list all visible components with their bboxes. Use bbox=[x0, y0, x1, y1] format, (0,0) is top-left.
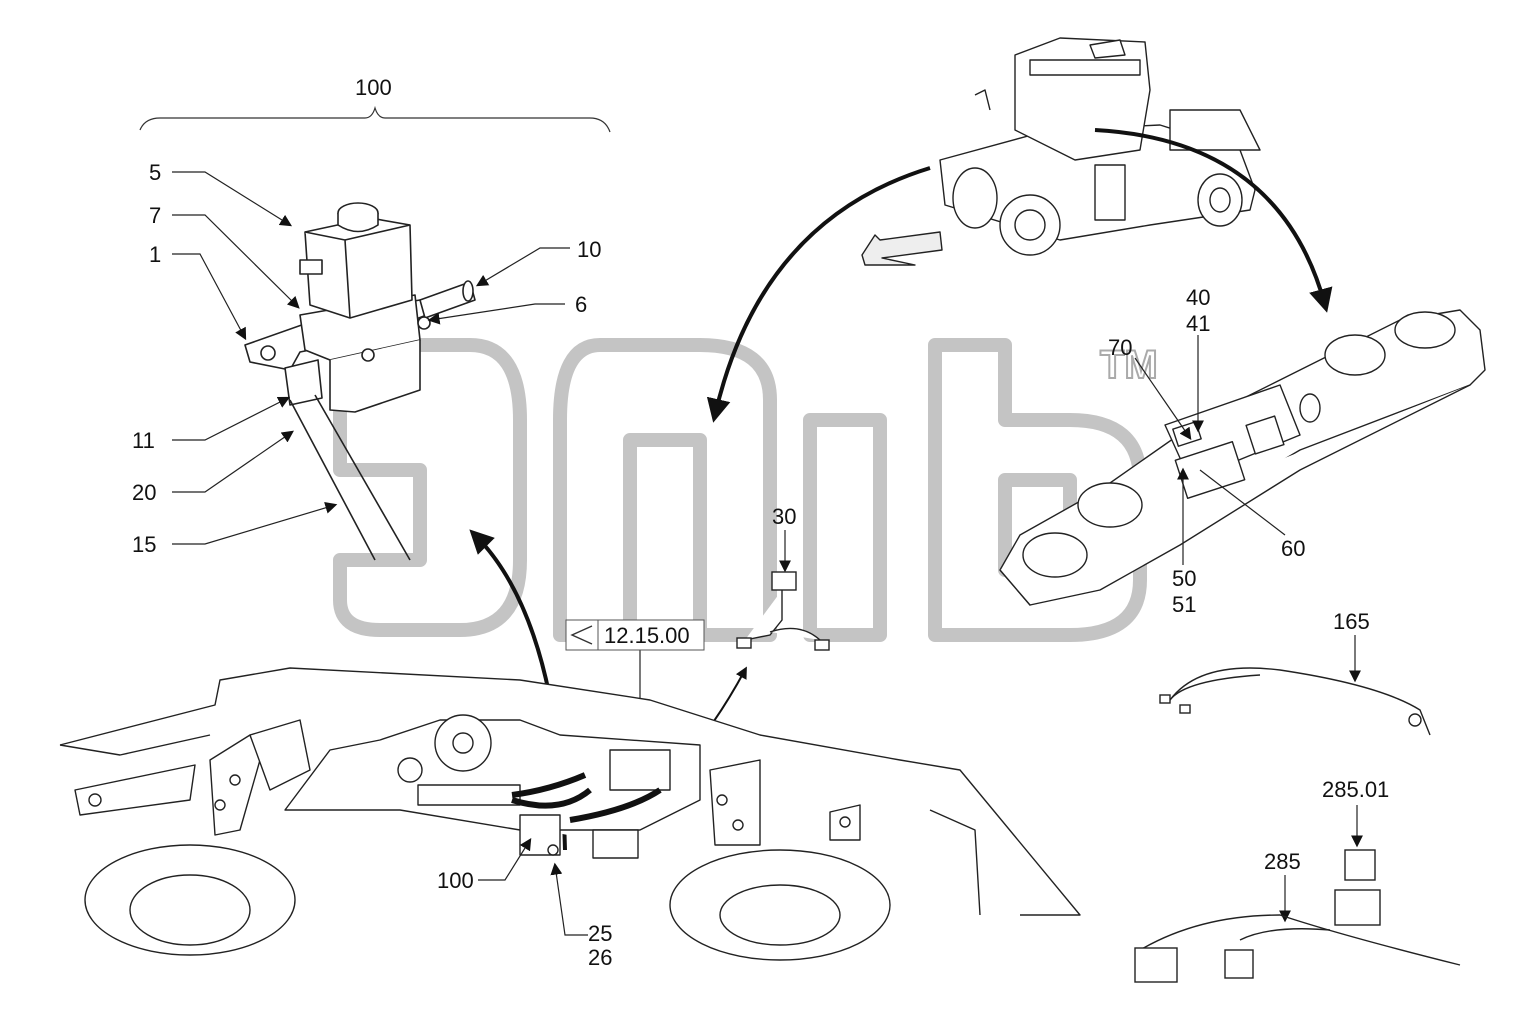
callout-285: 285 bbox=[1264, 849, 1301, 874]
callout-5: 5 bbox=[149, 160, 161, 185]
callout-30: 30 bbox=[772, 504, 796, 529]
callout-40: 40 bbox=[1186, 285, 1210, 310]
callout-26: 26 bbox=[588, 945, 612, 970]
callout-51: 51 bbox=[1172, 592, 1196, 617]
leader-lines-left bbox=[172, 171, 570, 545]
roller-vehicle-drawing bbox=[861, 37, 1261, 266]
callout-25: 25 bbox=[588, 921, 612, 946]
harness-285 bbox=[1134, 849, 1461, 983]
callout-15: 15 bbox=[132, 532, 156, 557]
view-reference-icon bbox=[570, 625, 593, 645]
leader-lines-bottom bbox=[478, 837, 588, 936]
callout-285-01: 285.01 bbox=[1322, 777, 1389, 802]
callout-20: 20 bbox=[132, 480, 156, 505]
callout-11: 11 bbox=[132, 428, 155, 453]
callout-6: 6 bbox=[575, 292, 587, 317]
callout-100-bottom: 100 bbox=[437, 868, 474, 893]
harness-165 bbox=[1159, 667, 1431, 736]
dashboard-panel-drawing bbox=[999, 309, 1486, 606]
callout-41: 41 bbox=[1186, 311, 1210, 336]
frame-assembly-drawing bbox=[59, 667, 1081, 961]
callout-labels: 100 5 7 1 10 6 11 20 15 30 40 41 70 60 5… bbox=[132, 75, 1389, 970]
hoses bbox=[511, 772, 662, 823]
callout-50: 50 bbox=[1172, 566, 1196, 591]
sensor-part bbox=[736, 571, 830, 651]
callout-10: 10 bbox=[577, 237, 601, 262]
callout-70: 70 bbox=[1108, 335, 1132, 360]
callout-7: 7 bbox=[149, 203, 161, 228]
callout-60: 60 bbox=[1281, 536, 1305, 561]
group-bracket bbox=[139, 105, 611, 133]
callout-165: 165 bbox=[1333, 609, 1370, 634]
callout-1: 1 bbox=[149, 242, 161, 267]
flow-arrows bbox=[469, 128, 1333, 851]
valve-assembly-drawing bbox=[244, 202, 476, 561]
reference-label: 12.15.00 bbox=[604, 623, 690, 648]
reference-box[interactable]: 12.15.00 bbox=[565, 619, 705, 651]
callout-100-top: 100 bbox=[355, 75, 392, 100]
watermark-tm: TM bbox=[1100, 343, 1158, 387]
